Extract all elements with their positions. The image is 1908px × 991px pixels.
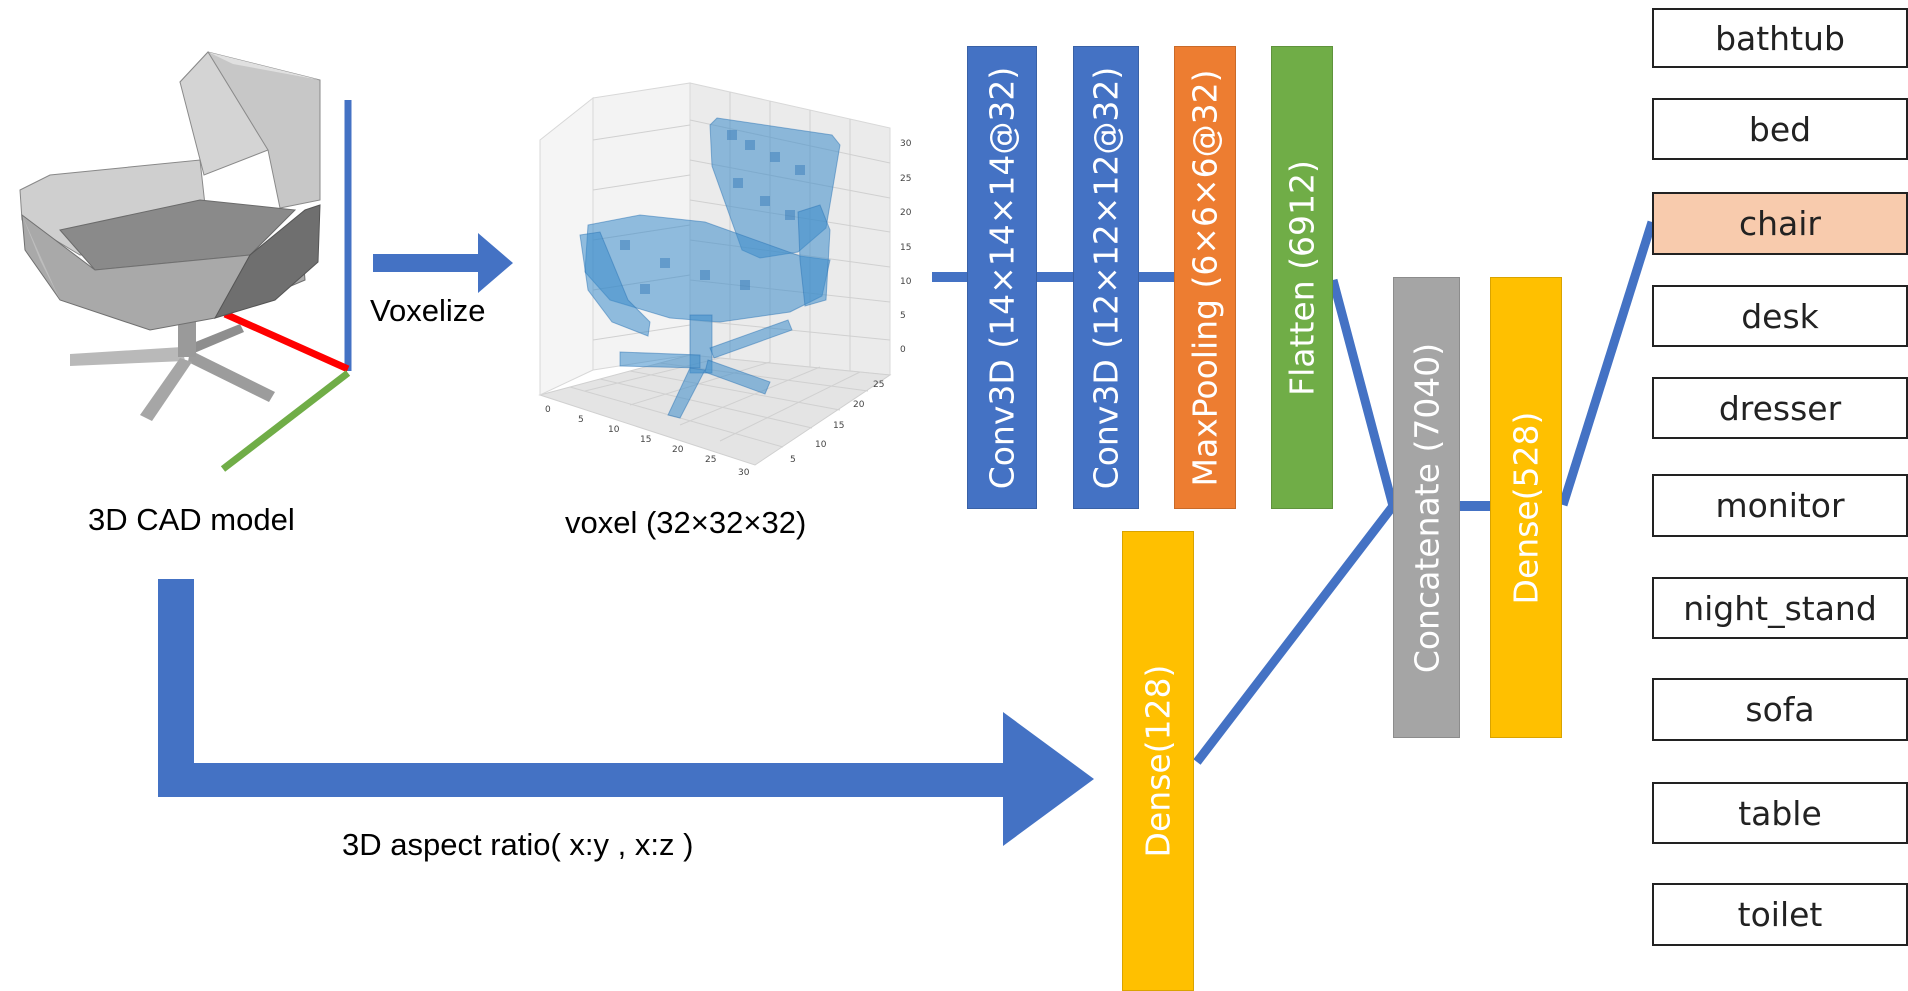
layer-conv3d-1-label: Conv3D (14×14×14@32) [982,66,1022,489]
class-table: table [1652,782,1908,844]
cad-model-caption: 3D CAD model [88,502,295,537]
voxel-front-ticks: 0 5 10 15 20 25 30 [545,405,750,478]
axis-green [220,370,351,472]
class-chair: chair [1652,192,1908,255]
layer-maxpooling: MaxPooling (6×6×6@32) [1174,46,1236,509]
layer-dense-128-label: Dense(128) [1138,664,1178,858]
layer-conv3d-2-label: Conv3D (12×12×12@32) [1086,66,1126,489]
class-sofa: sofa [1652,678,1908,741]
class-monitor: monitor [1652,474,1908,537]
voxel-tick-v-5: 5 [900,311,906,321]
voxel-tick-f-1: 5 [578,415,584,425]
layer-conv3d-2: Conv3D (12×12×12@32) [1073,46,1139,509]
voxel-tick-v-0: 30 [900,139,912,149]
layer-concatenate: Concatenate (7040) [1393,277,1460,738]
class-toilet: toilet [1652,883,1908,946]
cad-chair-illustration [19,51,321,421]
voxel-tick-v-4: 10 [900,277,912,287]
layer-dense-128: Dense(128) [1122,531,1194,991]
voxel-tick-s-4: 25 [873,380,884,390]
aspect-ratio-caption: 3D aspect ratio( x:y , x:z ) [342,827,694,862]
axis-red [223,310,350,373]
layer-maxpooling-label: MaxPooling (6×6×6@32) [1185,68,1225,487]
voxel-tick-s-2: 15 [833,421,844,431]
voxel-vertical-ticks: 30 25 20 15 10 5 0 [900,139,912,355]
voxel-tick-v-1: 25 [900,174,911,184]
voxel-tick-f-4: 20 [672,445,684,455]
voxelize-arrow [373,233,513,293]
flatten-to-concat-line [1328,278,1398,508]
dense528-to-output-line [1558,220,1657,507]
voxel-tick-f-0: 0 [545,405,551,415]
class-bathtub: bathtub [1652,8,1908,68]
layer-flatten: Flatten (6912) [1271,46,1333,509]
class-dresser: dresser [1652,377,1908,439]
voxel-tick-f-6: 30 [738,468,750,478]
voxel-tick-f-3: 15 [640,435,651,445]
voxel-tick-s-1: 10 [815,440,827,450]
class-night-stand: night_stand [1652,577,1908,639]
voxel-plot: 30 25 20 15 10 5 0 0 5 10 15 20 25 30 5 … [538,82,912,478]
voxel-tick-v-3: 15 [900,243,911,253]
voxel-side-ticks: 5 10 15 20 25 [790,380,884,465]
voxelize-caption: Voxelize [370,293,486,328]
voxel-tick-f-2: 10 [608,425,620,435]
voxel-tick-f-5: 25 [705,455,716,465]
layer-flatten-label: Flatten (6912) [1282,159,1322,396]
layer-conv3d-1: Conv3D (14×14×14@32) [967,46,1037,509]
voxel-tick-s-0: 5 [790,455,796,465]
aspect-ratio-arrow [158,579,1094,846]
layer-concatenate-label: Concatenate (7040) [1407,342,1446,673]
dense128-to-concat-line [1193,503,1397,765]
voxel-caption: voxel (32×32×32) [565,505,807,540]
class-bed: bed [1652,98,1908,160]
layer-dense-528: Dense(528) [1490,277,1562,738]
class-desk: desk [1652,285,1908,347]
layer-dense-528-label: Dense(528) [1506,411,1546,604]
voxel-tick-v-6: 0 [900,345,906,355]
voxel-tick-v-2: 20 [900,208,912,218]
voxel-tick-s-3: 20 [853,400,865,410]
